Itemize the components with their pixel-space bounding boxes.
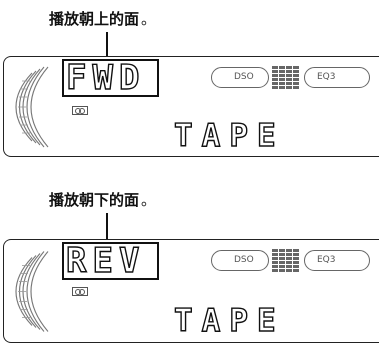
caption-forward: 播放朝上的面。 xyxy=(49,12,156,27)
source-display-text: TAPE xyxy=(173,118,285,154)
dso-label: DSO xyxy=(234,255,254,265)
segment-highlight-box xyxy=(62,242,159,280)
cassette-icon xyxy=(72,106,88,115)
callout-line xyxy=(106,32,108,62)
display-panel: REV DSO EQ3 TAPE xyxy=(3,239,379,343)
dso-label: DSO xyxy=(234,72,254,82)
segment-display-text: FWD xyxy=(65,58,146,98)
caption-text: 播放朝下的面 xyxy=(49,191,140,209)
caption-reverse: 播放朝下的面。 xyxy=(49,193,156,208)
figure-forward: 播放朝上的面。 FWD DSO xyxy=(0,0,379,170)
caption-mark: 。 xyxy=(141,191,157,209)
eq-bars-icon xyxy=(272,66,299,89)
caption-text: 播放朝上的面 xyxy=(49,10,140,28)
eq-indicator: EQ3 xyxy=(304,250,370,271)
caption-mark: 。 xyxy=(141,10,157,28)
level-arc-icon xyxy=(15,66,49,148)
dso-indicator: DSO xyxy=(211,250,269,271)
eq-bars-icon xyxy=(272,249,299,272)
eq-indicator: EQ3 xyxy=(304,67,370,88)
level-arc-icon xyxy=(15,251,49,332)
figure-reverse: 播放朝下的面。 REV DSO xyxy=(0,175,379,345)
source-display-text: TAPE xyxy=(173,303,285,339)
cassette-icon xyxy=(72,287,88,296)
display-panel: FWD DSO EQ3 TAPE xyxy=(3,56,379,157)
callout-line xyxy=(106,213,108,245)
eq-label: EQ3 xyxy=(317,72,336,82)
dso-indicator: DSO xyxy=(211,67,269,88)
eq-label: EQ3 xyxy=(317,255,336,265)
segment-highlight-box xyxy=(62,59,159,97)
segment-display-text: REV xyxy=(65,241,146,281)
